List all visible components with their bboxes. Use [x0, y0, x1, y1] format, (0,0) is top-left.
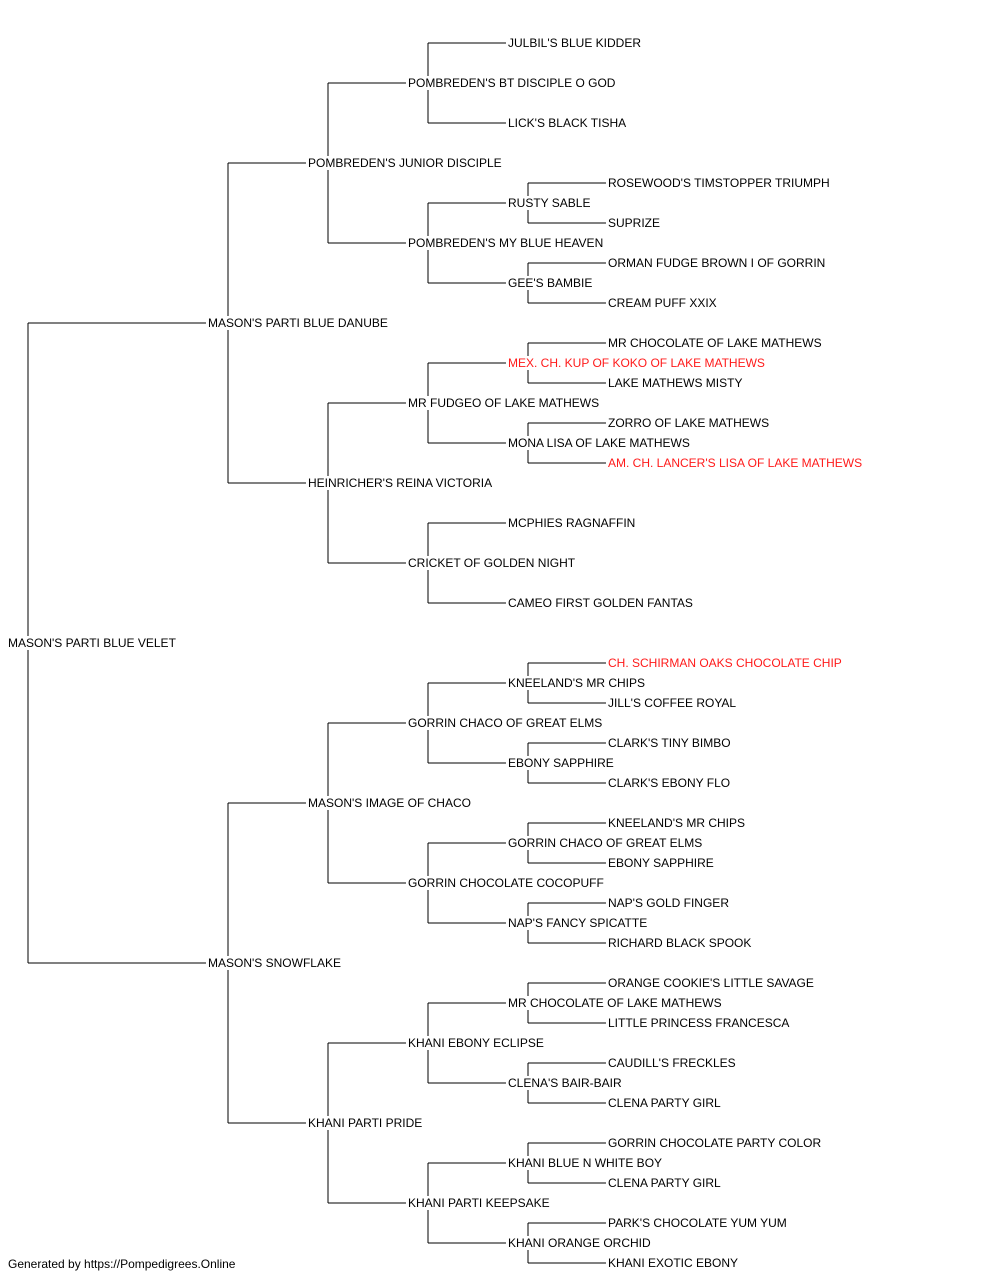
pedigree-node-gen5: EBONY SAPPHIRE: [607, 856, 715, 870]
pedigree-node-gen4: CLENA'S BAIR-BAIR: [507, 1076, 623, 1090]
pedigree-node-gen5: LITTLE PRINCESS FRANCESCA: [607, 1016, 791, 1030]
pedigree-node-gen5: AM. CH. LANCER'S LISA OF LAKE MATHEWS: [607, 456, 864, 470]
pedigree-node-gen4: KHANI BLUE N WHITE BOY: [507, 1156, 664, 1170]
pedigree-node-gen4: CAMEO FIRST GOLDEN FANTAS: [507, 596, 694, 610]
pedigree-node-gen5: KNEELAND'S MR CHIPS: [607, 816, 746, 830]
pedigree-node-gen2: POMBREDEN'S JUNIOR DISCIPLE: [307, 156, 503, 170]
pedigree-node-gen5: KHANI EXOTIC EBONY: [607, 1256, 740, 1270]
pedigree-node-gen2: HEINRICHER'S REINA VICTORIA: [307, 476, 494, 490]
pedigree-node-gen3: MR FUDGEO OF LAKE MATHEWS: [407, 396, 601, 410]
pedigree-node-gen5: SUPRIZE: [607, 216, 662, 230]
pedigree-node-gen5: CLARK'S EBONY FLO: [607, 776, 732, 790]
pedigree-node-gen2: KHANI PARTI PRIDE: [307, 1116, 424, 1130]
pedigree-node-gen4: KHANI ORANGE ORCHID: [507, 1236, 652, 1250]
pedigree-node-gen4: RUSTY SABLE: [507, 196, 592, 210]
pedigree-node-gen3: KHANI EBONY ECLIPSE: [407, 1036, 545, 1050]
pedigree-node-gen5: GORRIN CHOCOLATE PARTY COLOR: [607, 1136, 823, 1150]
pedigree-node-gen1: MASON'S PARTI BLUE DANUBE: [207, 316, 389, 330]
pedigree-node-gen5: PARK'S CHOCOLATE YUM YUM: [607, 1216, 788, 1230]
pedigree-node-gen4: KNEELAND'S MR CHIPS: [507, 676, 646, 690]
pedigree-node-gen5: CH. SCHIRMAN OAKS CHOCOLATE CHIP: [607, 656, 843, 670]
pedigree-node-gen3: CRICKET OF GOLDEN NIGHT: [407, 556, 577, 570]
pedigree-node-gen5: LAKE MATHEWS MISTY: [607, 376, 744, 390]
pedigree-node-gen5: NAP'S GOLD FINGER: [607, 896, 730, 910]
pedigree-node-gen4: GORRIN CHACO OF GREAT ELMS: [507, 836, 704, 850]
pedigree-node-gen5: CREAM PUFF XXIX: [607, 296, 718, 310]
pedigree-node-gen4: MCPHIES RAGNAFFIN: [507, 516, 637, 530]
pedigree-node-gen4: JULBIL'S BLUE KIDDER: [507, 36, 643, 50]
pedigree-node-gen5: ORMAN FUDGE BROWN I OF GORRIN: [607, 256, 827, 270]
pedigree-node-gen5: ORANGE COOKIE'S LITTLE SAVAGE: [607, 976, 815, 990]
pedigree-node-gen5: RICHARD BLACK SPOOK: [607, 936, 753, 950]
pedigree-node-gen2: MASON'S IMAGE OF CHACO: [307, 796, 472, 810]
footer-credit: Generated by https://Pompedigrees.Online: [8, 1257, 236, 1271]
pedigree-node-gen4: MONA LISA OF LAKE MATHEWS: [507, 436, 691, 450]
pedigree-node-gen1: MASON'S SNOWFLAKE: [207, 956, 342, 970]
pedigree-node-gen3: KHANI PARTI KEEPSAKE: [407, 1196, 551, 1210]
pedigree-node-gen4: LICK'S BLACK TISHA: [507, 116, 628, 130]
pedigree-node-gen5: CLENA PARTY GIRL: [607, 1096, 722, 1110]
pedigree-node-gen3: POMBREDEN'S BT DISCIPLE O GOD: [407, 76, 617, 90]
pedigree-node-gen0: MASON'S PARTI BLUE VELET: [7, 636, 177, 650]
pedigree-node-gen3: GORRIN CHACO OF GREAT ELMS: [407, 716, 604, 730]
pedigree-node-gen4: MR CHOCOLATE OF LAKE MATHEWS: [507, 996, 723, 1010]
pedigree-node-gen5: JILL'S COFFEE ROYAL: [607, 696, 738, 710]
pedigree-node-gen5: ROSEWOOD'S TIMSTOPPER TRIUMPH: [607, 176, 831, 190]
pedigree-node-gen4: NAP'S FANCY SPICATTE: [507, 916, 649, 930]
pedigree-node-gen5: CAUDILL'S FRECKLES: [607, 1056, 737, 1070]
pedigree-node-gen5: ZORRO OF LAKE MATHEWS: [607, 416, 771, 430]
pedigree-node-gen4: MEX. CH. KUP OF KOKO OF LAKE MATHEWS: [507, 356, 766, 370]
pedigree-node-gen3: GORRIN CHOCOLATE COCOPUFF: [407, 876, 605, 890]
pedigree-node-gen5: CLARK'S TINY BIMBO: [607, 736, 732, 750]
pedigree-node-gen5: CLENA PARTY GIRL: [607, 1176, 722, 1190]
pedigree-node-gen5: MR CHOCOLATE OF LAKE MATHEWS: [607, 336, 823, 350]
pedigree-node-gen4: EBONY SAPPHIRE: [507, 756, 615, 770]
pedigree-node-gen3: POMBREDEN'S MY BLUE HEAVEN: [407, 236, 605, 250]
pedigree-node-gen4: GEE'S BAMBIE: [507, 276, 594, 290]
